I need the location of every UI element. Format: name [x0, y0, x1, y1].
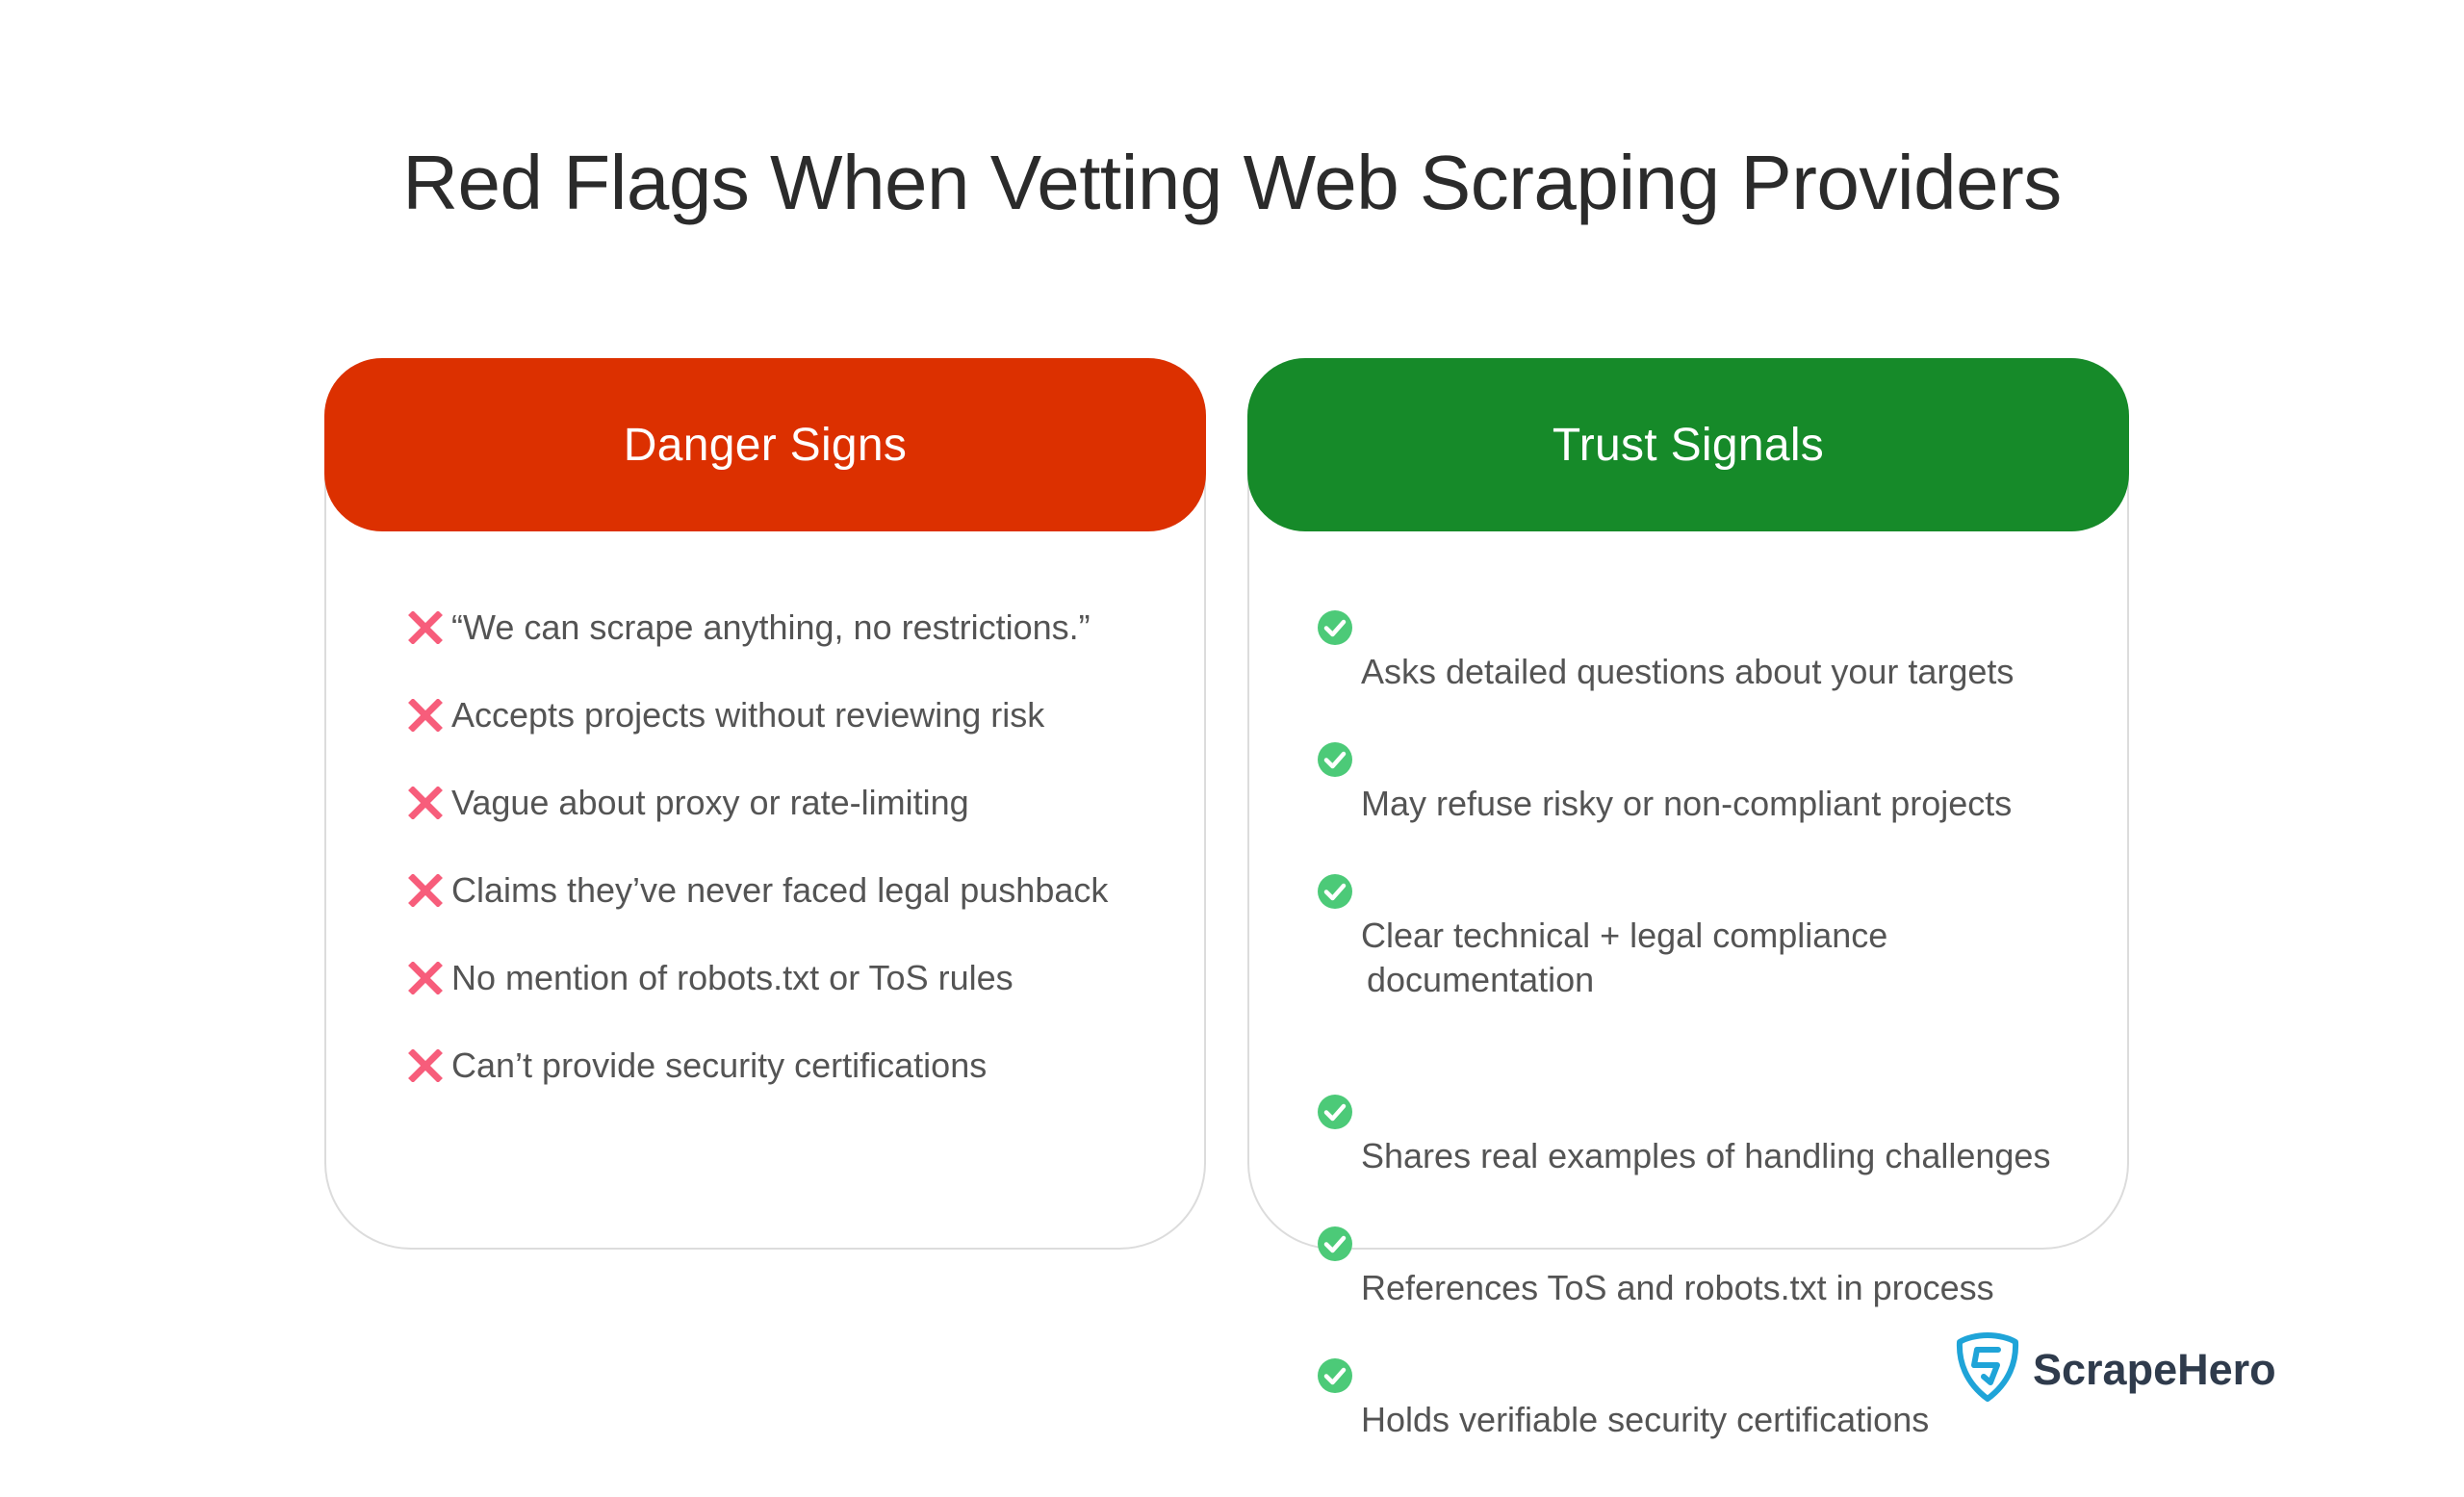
trust-item-text: References ToS and robots.txt in process: [1361, 1268, 1994, 1307]
trust-signals-header: Trust Signals: [1247, 358, 2129, 531]
x-mark-icon: [407, 960, 444, 996]
trust-item-text-continued: documentation: [1367, 960, 1595, 999]
x-mark-icon: [407, 609, 444, 646]
trust-item-text: Asks detailed questions about your targe…: [1361, 652, 2015, 691]
trust-signals-card: Trust Signals Asks detailed questions ab…: [1247, 358, 2129, 1439]
danger-signs-card: Danger Signs “We can scrape anything, no…: [324, 358, 1206, 1250]
trust-item: Holds verifiable security certifications: [1317, 1354, 2108, 1442]
danger-item: “We can scrape anything, no restrictions…: [407, 606, 1185, 650]
scrapehero-logo: ScrapeHero: [1956, 1332, 2276, 1407]
trust-item-text: Shares real examples of handling challen…: [1361, 1136, 2051, 1175]
check-circle-icon: [1317, 873, 1353, 910]
check-circle-icon: [1317, 1226, 1353, 1262]
check-circle-icon: [1317, 609, 1353, 646]
x-mark-icon: [407, 1047, 444, 1084]
danger-item-text: Can’t provide security certifications: [451, 1045, 988, 1085]
logo-wordmark: ScrapeHero: [2033, 1344, 2276, 1394]
danger-item: No mention of robots.txt or ToS rules: [407, 956, 1185, 1000]
check-circle-icon: [1317, 1357, 1353, 1394]
trust-item: Clear technical + legal compliance docum…: [1317, 869, 2108, 1046]
check-circle-icon: [1317, 1094, 1353, 1130]
danger-signs-header: Danger Signs: [324, 358, 1206, 531]
trust-item: Shares real examples of handling challen…: [1317, 1090, 2108, 1178]
x-mark-icon: [407, 872, 444, 909]
danger-signs-list: “We can scrape anything, no restrictions…: [407, 606, 1185, 1131]
trust-item-text: Holds verifiable security certifications: [1361, 1400, 1930, 1439]
danger-item-text: “We can scrape anything, no restrictions…: [451, 607, 1091, 647]
danger-item-text: Accepts projects without reviewing risk: [451, 695, 1045, 735]
danger-item: Can’t provide security certifications: [407, 1044, 1185, 1088]
trust-signals-list: Asks detailed questions about your targe…: [1317, 606, 2108, 1485]
danger-item: Claims they’ve never faced legal pushbac…: [407, 868, 1185, 913]
danger-item-text: Vague about proxy or rate-limiting: [451, 783, 969, 822]
danger-item-text: No mention of robots.txt or ToS rules: [451, 958, 1014, 997]
trust-item: May refuse risky or non-compliant projec…: [1317, 737, 2108, 826]
page-title: Red Flags When Vetting Web Scraping Prov…: [402, 140, 2062, 225]
trust-item-text: Clear technical + legal compliance: [1361, 916, 1888, 955]
danger-item-text: Claims they’ve never faced legal pushbac…: [451, 870, 1109, 910]
trust-item: Asks detailed questions about your targe…: [1317, 606, 2108, 694]
x-mark-icon: [407, 785, 444, 821]
danger-item: Vague about proxy or rate-limiting: [407, 781, 1185, 825]
danger-item: Accepts projects without reviewing risk: [407, 693, 1185, 737]
check-circle-icon: [1317, 741, 1353, 778]
trust-item: References ToS and robots.txt in process: [1317, 1222, 2108, 1310]
shield-s-icon: [1956, 1332, 2019, 1407]
trust-item-text: May refuse risky or non-compliant projec…: [1361, 784, 2013, 823]
x-mark-icon: [407, 697, 444, 734]
